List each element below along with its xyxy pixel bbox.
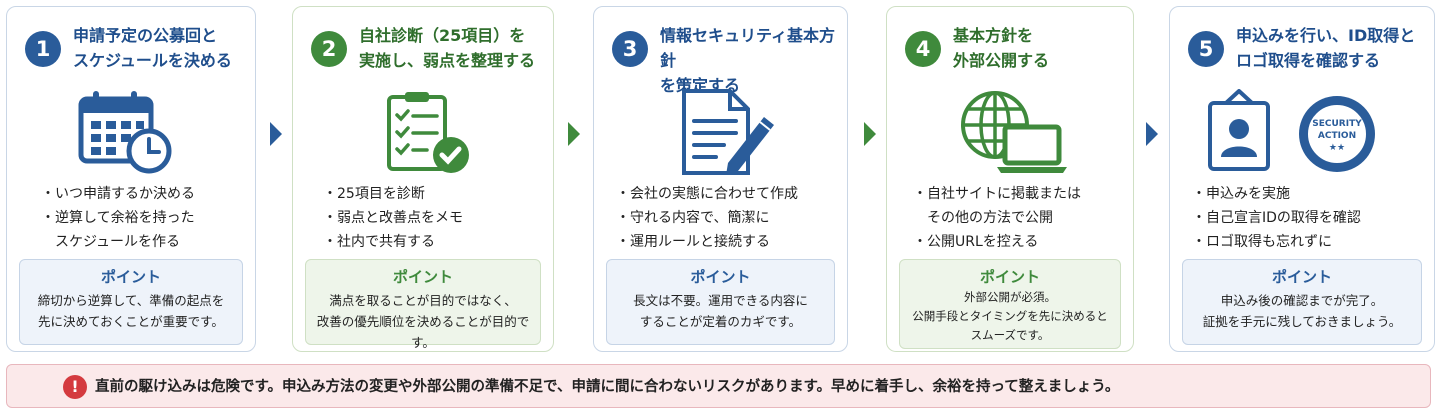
point-title: ポイント (979, 268, 1040, 286)
document-pen-icon (680, 89, 780, 179)
step-number: 1 (25, 31, 61, 67)
step-number: 4 (905, 31, 941, 67)
list-item: ・自己宣言IDの取得を確認 (1192, 210, 1361, 226)
id-badge-icon (1206, 89, 1276, 179)
checklist-icon (385, 89, 475, 179)
globe-laptop-icon (953, 89, 1073, 179)
arrow-right-icon (1146, 122, 1158, 146)
point-text: 長文は不要。運用できる内容に することが定着のカギです。 (633, 293, 808, 329)
step-header: 4 基本方針を 外部公開する (905, 19, 1125, 79)
list-item: ・逆算して余裕を持った スケジュールを作る (41, 210, 195, 250)
step-title: 申込みを行い、ID取得と ロゴ取得を確認する (1236, 26, 1416, 70)
point-box: ポイント 締切から逆算して、準備の起点を 先に決めておくことが重要です。 (19, 259, 243, 345)
list-item: ・弱点と改善点をメモ (323, 210, 463, 226)
step-header: 1 申請予定の公募回と スケジュールを決める (25, 19, 247, 79)
list-item: ・社内で共有する (323, 234, 435, 250)
step-title: 基本方針を 外部公開する (953, 26, 1050, 70)
step-number: 3 (612, 31, 648, 67)
step-title: 自社診断（25項目）を 実施し、弱点を整理する (359, 26, 536, 70)
point-box: ポイント 満点を取ることが目的ではなく、 改善の優先順位を決めることが目的です。 (305, 259, 541, 350)
step-bullets: ・申込みを実施 ・自己宣言IDの取得を確認 ・ロゴ取得も忘れずに (1192, 182, 1428, 254)
arrow-right-icon (568, 122, 580, 146)
step-card-1: 1 申請予定の公募回と スケジュールを決める ・いつ申請するか決める ・逆算して… (6, 6, 256, 352)
point-title: ポイント (1271, 268, 1332, 286)
warning-text: 直前の駆け込みは危険です。申込み方法の変更や外部公開の準備不足で、申請に間に合わ… (95, 379, 1120, 395)
list-item: ・守れる内容で、簡潔に (616, 210, 770, 226)
badge-stars: ★★ (1328, 143, 1346, 153)
list-item: ・いつ申請するか決める (41, 186, 195, 202)
warning-icon: ! (63, 375, 87, 399)
list-item: ・自社サイトに掲載または その他の方法で公開 (913, 186, 1081, 226)
list-item: ・会社の実態に合わせて作成 (616, 186, 798, 202)
point-text: 外部公開が必須。 公開手段とタイミングを先に決めると スムーズです。 (912, 290, 1108, 342)
point-text: 申込み後の確認までが完了。 証拠を手元に残しておきましょう。 (1202, 293, 1402, 329)
step-header: 5 申込みを行い、ID取得と ロゴ取得を確認する (1188, 19, 1426, 79)
point-box: ポイント 外部公開が必須。 公開手段とタイミングを先に決めると スムーズです。 (899, 259, 1121, 349)
step-bullets: ・会社の実態に合わせて作成 ・守れる内容で、簡潔に ・運用ルールと接続する (616, 182, 841, 254)
list-item: ・ロゴ取得も忘れずに (1192, 234, 1332, 250)
calendar-clock-icon (77, 89, 177, 179)
point-title: ポイント (690, 268, 751, 286)
step-number: 5 (1188, 31, 1224, 67)
point-title: ポイント (100, 268, 161, 286)
step-bullets: ・いつ申請するか決める ・逆算して余裕を持った スケジュールを作る (41, 182, 249, 254)
point-text: 締切から逆算して、準備の起点を 先に決めておくことが重要です。 (37, 293, 225, 329)
list-item: ・申込みを実施 (1192, 186, 1290, 202)
step-card-3: 3 情報セキュリティ基本方針 を策定する ・会社の実態に合わせて作成 ・守れる内… (593, 6, 848, 352)
step-card-5: 5 申込みを行い、ID取得と ロゴ取得を確認する SECURITY ACTION… (1169, 6, 1435, 352)
step-title: 情報セキュリティ基本方針 を策定する (660, 26, 836, 95)
step-card-4: 4 基本方針を 外部公開する ・自社サイトに掲載または その他の方法で公開 ・公… (886, 6, 1134, 352)
step-card-2: 2 自社診断（25項目）を 実施し、弱点を整理する ・25項目を診断 ・弱点と改… (292, 6, 554, 352)
step-header: 2 自社診断（25項目）を 実施し、弱点を整理する (311, 19, 545, 79)
arrow-right-icon (270, 122, 282, 146)
list-item: ・運用ルールと接続する (616, 234, 770, 250)
point-box: ポイント 長文は不要。運用できる内容に することが定着のカギです。 (606, 259, 835, 345)
list-item: ・公開URLを控える (913, 234, 1039, 250)
list-item: ・25項目を診断 (323, 186, 425, 202)
step-bullets: ・25項目を診断 ・弱点と改善点をメモ ・社内で共有する (323, 182, 547, 254)
badge-text-1: SECURITY (1312, 119, 1362, 129)
step-title: 申請予定の公募回と スケジュールを決める (73, 26, 232, 70)
security-action-badge-icon: SECURITY ACTION ★★ (1292, 91, 1382, 181)
step-header: 3 情報セキュリティ基本方針 を策定する (612, 19, 839, 95)
point-text: 満点を取ることが目的ではなく、 改善の優先順位を決めることが目的です。 (316, 293, 530, 350)
badge-text-2: ACTION (1317, 131, 1357, 141)
arrow-right-icon (864, 122, 876, 146)
point-box: ポイント 申込み後の確認までが完了。 証拠を手元に残しておきましょう。 (1182, 259, 1422, 345)
warning-banner: ! 直前の駆け込みは危険です。申込み方法の変更や外部公開の準備不足で、申請に間に… (6, 364, 1431, 408)
point-title: ポイント (392, 268, 453, 286)
step-bullets: ・自社サイトに掲載または その他の方法で公開 ・公開URLを控える (913, 182, 1127, 254)
step-number: 2 (311, 31, 347, 67)
